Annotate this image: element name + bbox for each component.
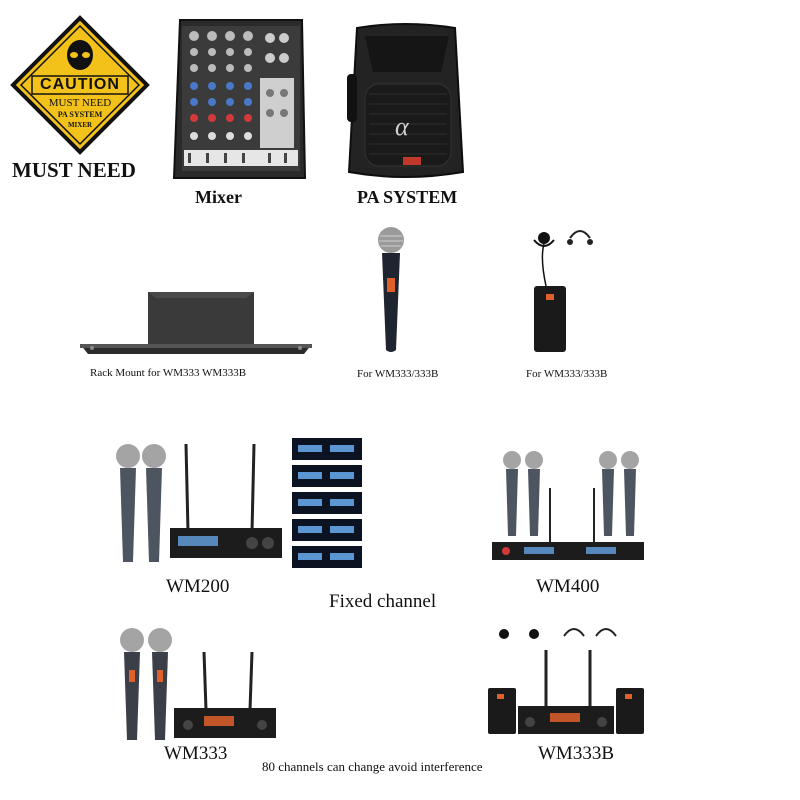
caution-diamond-icon bbox=[10, 15, 150, 155]
wm200-product-image bbox=[112, 440, 288, 566]
pa-system-caption: PA SYSTEM bbox=[357, 187, 458, 207]
fixed-channel-caption: Fixed channel bbox=[329, 591, 437, 612]
bodypack-caption: For WM333/333B bbox=[526, 368, 608, 380]
mixer-image bbox=[172, 18, 307, 181]
handheld-mic-image bbox=[374, 226, 408, 354]
wm400-model-label: WM400 bbox=[536, 576, 600, 597]
wm333-product-image bbox=[118, 626, 280, 744]
caution-sign: CAUTION MUST NEED PA SYSTEM MIXER bbox=[10, 15, 150, 155]
bodypack-headset-image bbox=[526, 228, 606, 354]
wm400-product-image bbox=[490, 448, 646, 566]
wm333b-model-label: WM333B bbox=[538, 743, 614, 764]
alpha-logo-icon: α bbox=[395, 112, 409, 141]
rack-mount-caption: Rack Mount for WM333 WM333B bbox=[90, 367, 247, 379]
caution-line-2: PA SYSTEM bbox=[57, 110, 103, 119]
fixed-channel-displays bbox=[292, 436, 364, 571]
wm333b-product-image bbox=[484, 622, 644, 740]
pa-speaker-image: α bbox=[343, 22, 468, 185]
footer-note: 80 channels can change avoid interferenc… bbox=[262, 759, 483, 774]
caution-heading: CAUTION bbox=[40, 76, 120, 93]
mixer-caption: Mixer bbox=[195, 187, 242, 207]
caution-line-3: MIXER bbox=[67, 121, 93, 129]
must-need-caption: MUST NEED bbox=[12, 158, 136, 182]
wm200-model-label: WM200 bbox=[166, 576, 230, 597]
caution-line-1: MUST NEED bbox=[48, 97, 112, 109]
rack-mount-image bbox=[78, 288, 314, 360]
wm333-model-label: WM333 bbox=[164, 743, 228, 764]
handheld-mic-caption: For WM333/333B bbox=[357, 368, 439, 380]
